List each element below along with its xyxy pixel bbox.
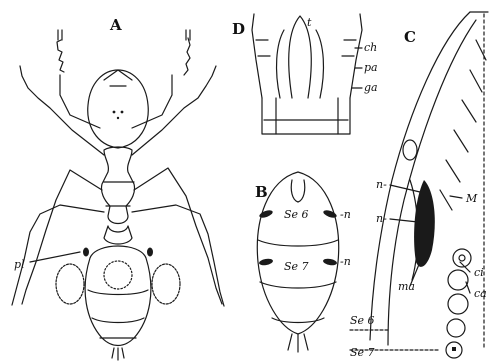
label-c-se6: Se 6 xyxy=(350,314,375,327)
section-outer-wall xyxy=(370,12,470,340)
label-c-n-lower: n- xyxy=(376,212,387,225)
ant-thorax xyxy=(101,147,134,224)
label-b-se6: Se 6 xyxy=(284,208,309,221)
mouthparts-left-palp xyxy=(252,14,270,98)
mouthparts-right-palp xyxy=(342,14,362,98)
label-b-n-lower: -n xyxy=(340,255,351,268)
figure-b-letter: B xyxy=(255,183,268,201)
ant-head xyxy=(88,70,149,148)
figure-d-mouthparts: D t ch pa ga xyxy=(232,14,378,134)
figure-a-ant: A xyxy=(12,16,224,360)
label-pl: pl xyxy=(14,258,25,271)
ant-petiole xyxy=(104,226,132,244)
figure-b-gaster: B Se 6 Se 7 -n -n xyxy=(255,172,351,352)
label-c-ca: ca xyxy=(474,287,487,300)
mouthparts-base xyxy=(262,98,350,134)
gaster-outline xyxy=(257,172,338,334)
label-b-n-upper: -n xyxy=(340,208,351,221)
label-ga: ga xyxy=(364,81,378,94)
label-pa: pa xyxy=(364,61,378,74)
label-c-ma: ma xyxy=(398,280,415,293)
ant-left-gland xyxy=(56,264,84,304)
ant-legs xyxy=(12,66,224,306)
label-ch: ch xyxy=(364,41,377,54)
label-c-n-upper: n- xyxy=(376,178,387,191)
label-c-M: M xyxy=(465,192,478,205)
label-b-se7: Se 7 xyxy=(284,260,309,273)
figure-c-letter: C xyxy=(404,28,416,46)
ant-gaster xyxy=(85,246,151,346)
figure-d-letter: D xyxy=(232,20,245,38)
figure-a-letter: A xyxy=(109,16,122,34)
label-c-se7: Se 7 xyxy=(350,346,375,359)
ant-antennae xyxy=(57,30,190,128)
label-t: t xyxy=(307,16,312,29)
label-c-ci: ci xyxy=(474,266,484,279)
ant-right-gland xyxy=(152,264,180,304)
